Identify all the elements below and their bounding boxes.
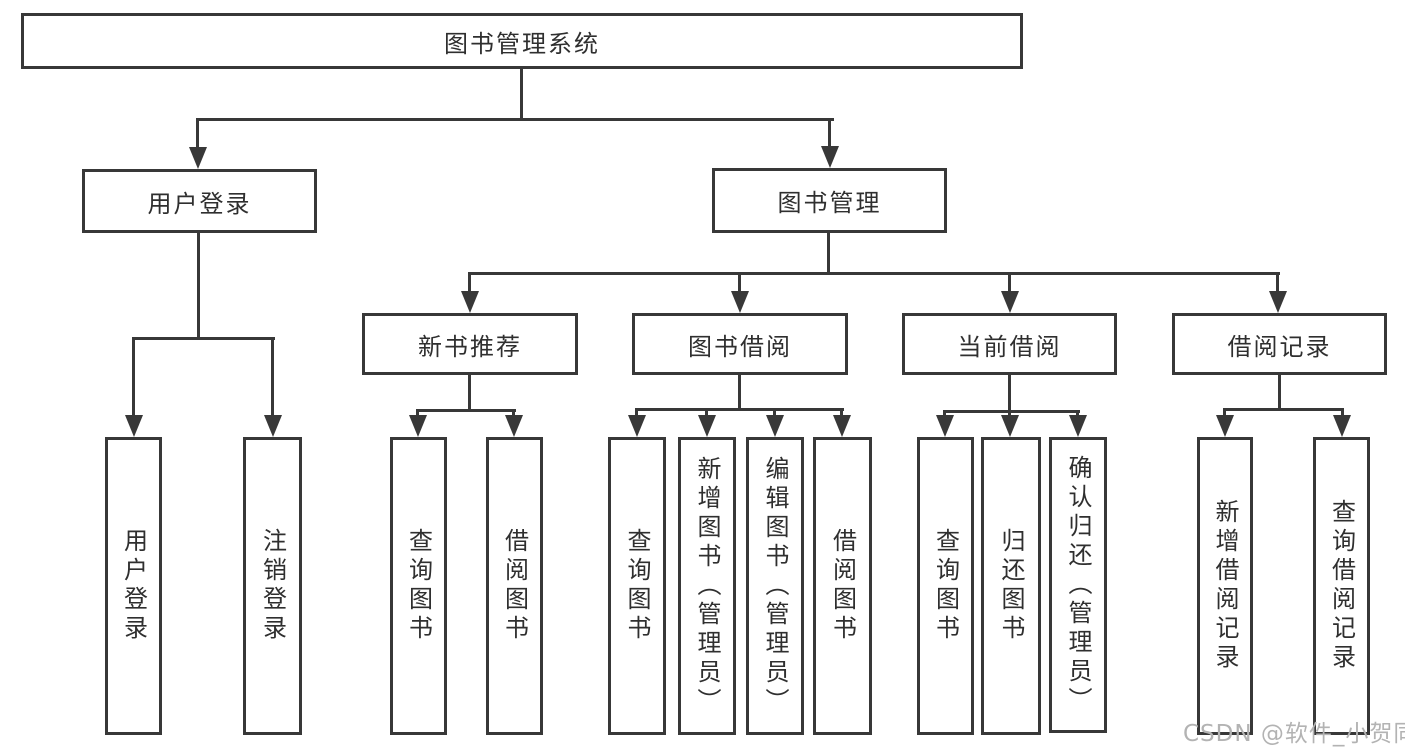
arrowhead-down-icon	[766, 415, 784, 437]
node-label: 用户登录	[147, 189, 252, 218]
connector-line	[773, 408, 776, 418]
connector-line	[840, 408, 843, 418]
arrowhead-down-icon	[731, 291, 749, 313]
connector-line	[827, 233, 830, 275]
node-label: 新增图书（管理员）	[693, 455, 721, 717]
leaf-borrow-books: 借阅图书	[813, 437, 872, 735]
node-label: 查询图书	[623, 528, 651, 644]
arrowhead-down-icon	[1269, 291, 1287, 313]
connector-line	[738, 375, 741, 411]
node-label: 当前借阅	[957, 332, 1062, 361]
connector-line	[943, 410, 1080, 413]
node-label: 查询图书	[404, 528, 433, 644]
node-label: 归还图书	[997, 528, 1025, 644]
node-current-borrowing: 当前借阅	[902, 313, 1117, 375]
connector-line	[738, 272, 741, 293]
leaf-add-borrow-record: 新增借阅记录	[1197, 437, 1253, 735]
node-label: 图书借阅	[688, 332, 792, 361]
arrowhead-down-icon	[125, 415, 143, 437]
connector-line	[1223, 408, 1226, 418]
node-label: 新增借阅记录	[1211, 499, 1239, 673]
leaf-query-books: 查询图书	[917, 437, 974, 735]
node-label: 新书推荐	[418, 332, 522, 361]
node-label: 借阅图书	[828, 528, 857, 644]
connector-line	[1008, 410, 1011, 418]
connector-line	[468, 272, 471, 293]
node-borrowing-records: 借阅记录	[1172, 313, 1387, 375]
connector-line	[635, 408, 638, 418]
node-library-management-system: 图书管理系统	[21, 13, 1023, 69]
node-label: 图书管理	[777, 189, 882, 217]
arrowhead-down-icon	[1001, 415, 1019, 437]
connector-line	[197, 233, 200, 340]
leaf-query-borrow-record: 查询借阅记录	[1313, 437, 1370, 735]
connector-line	[1278, 375, 1281, 411]
arrowhead-down-icon	[1333, 415, 1351, 437]
connector-line	[1076, 410, 1079, 418]
connector-line	[416, 409, 419, 418]
arrowhead-down-icon	[936, 415, 954, 437]
leaf-borrow-books: 借阅图书	[486, 437, 543, 735]
node-label: 确认归还（管理员）	[1064, 454, 1092, 716]
arrowhead-down-icon	[461, 291, 479, 313]
connector-line	[1008, 375, 1011, 413]
node-label: 查询借阅记录	[1327, 499, 1356, 673]
leaf-edit-books-admin: 编辑图书（管理员）	[746, 437, 804, 735]
arrowhead-down-icon	[409, 415, 427, 437]
arrowhead-down-icon	[1216, 415, 1234, 437]
connector-line	[468, 272, 1280, 275]
leaf-query-books: 查询图书	[608, 437, 666, 735]
node-book-management-module: 图书管理	[712, 168, 947, 233]
connector-line	[520, 69, 523, 121]
leaf-confirm-return-admin: 确认归还（管理员）	[1049, 437, 1107, 733]
connector-line	[132, 337, 275, 340]
node-book-borrowing: 图书借阅	[632, 313, 848, 375]
connector-line	[196, 118, 834, 121]
arrowhead-down-icon	[1069, 415, 1087, 437]
connector-line	[271, 337, 274, 417]
connector-line	[416, 409, 516, 412]
node-label: 图书管理系统	[444, 29, 600, 58]
node-new-book-recommendation: 新书推荐	[362, 313, 578, 375]
node-label: 借阅图书	[500, 528, 529, 644]
connector-line	[1223, 408, 1344, 411]
leaf-logout: 注销登录	[243, 437, 302, 735]
node-label: 用户登录	[119, 528, 148, 644]
node-label: 借阅记录	[1227, 332, 1332, 361]
connector-line	[705, 408, 708, 418]
connector-line	[468, 375, 471, 412]
arrowhead-down-icon	[833, 415, 851, 437]
node-user-login-module: 用户登录	[82, 169, 317, 233]
arrowhead-down-icon	[628, 415, 646, 437]
arrowhead-down-icon	[505, 415, 523, 437]
arrowhead-down-icon	[264, 415, 282, 437]
connector-line	[1341, 408, 1344, 418]
csdn-watermark: CSDN @软件_小贺同学	[1183, 721, 1405, 747]
connector-line	[512, 409, 515, 418]
connector-line	[828, 118, 831, 149]
connector-line	[635, 408, 844, 411]
arrowhead-down-icon	[1001, 291, 1019, 313]
node-label: 注销登录	[258, 528, 287, 644]
node-label: 编辑图书（管理员）	[761, 455, 789, 717]
connector-line	[1008, 272, 1011, 293]
connector-line	[1276, 272, 1279, 293]
leaf-return-books: 归还图书	[981, 437, 1041, 735]
connector-line	[943, 410, 946, 418]
arrowhead-down-icon	[189, 147, 207, 169]
arrowhead-down-icon	[821, 146, 839, 168]
arrowhead-down-icon	[698, 415, 716, 437]
connector-line	[196, 118, 199, 150]
leaf-query-books: 查询图书	[390, 437, 447, 735]
connector-line	[132, 337, 135, 417]
leaf-user-login: 用户登录	[105, 437, 162, 735]
leaf-add-books-admin: 新增图书（管理员）	[678, 437, 736, 735]
node-label: 查询图书	[931, 528, 960, 644]
